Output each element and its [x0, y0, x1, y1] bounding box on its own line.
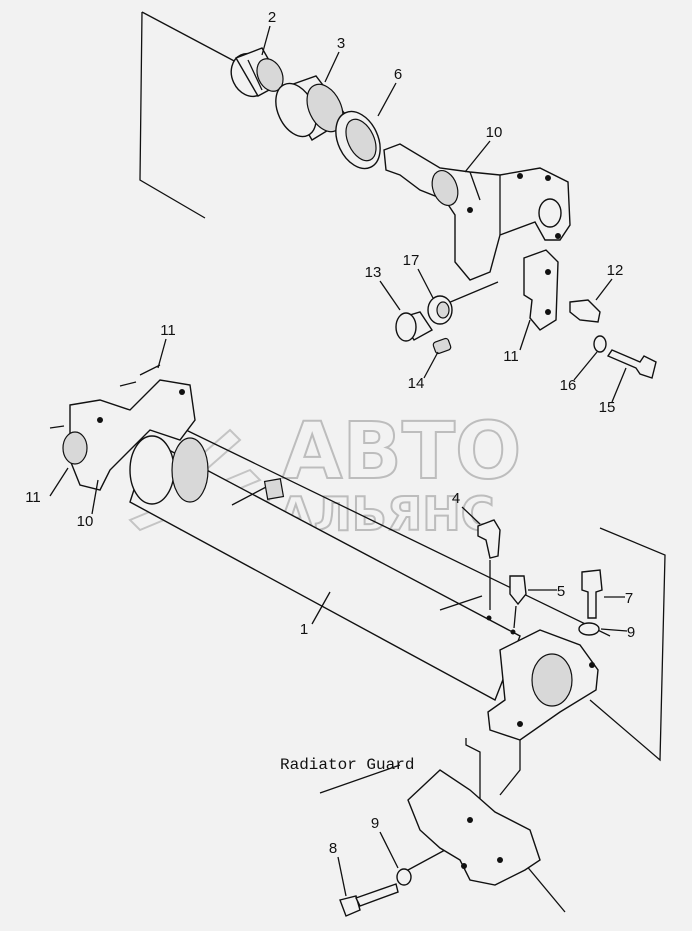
callout-11: 11 [25, 489, 41, 506]
part-16-washer [593, 335, 607, 353]
callout-10: 10 [486, 124, 503, 141]
reference-lines [139, 11, 666, 913]
callout-12: 12 [607, 262, 624, 279]
callout-6: 6 [394, 66, 402, 83]
part-13-bushing [395, 311, 434, 342]
callout-7: 7 [625, 590, 633, 607]
part-17-ring [427, 295, 453, 325]
callout-14: 14 [408, 375, 425, 392]
callout-labels: 2 3 6 10 17 13 12 11 14 16 15 11 11 10 4 5 7 9 1 9 8 [25, 9, 635, 857]
callout-10: 10 [77, 513, 94, 530]
part-3-bushing [275, 75, 350, 141]
part-9-washer-lower [396, 868, 412, 886]
callout-8: 8 [329, 840, 337, 857]
callout-17: 17 [403, 252, 420, 269]
part-11-upper-cap [523, 249, 559, 331]
callout-11: 11 [160, 322, 176, 339]
part-14-nut [432, 337, 452, 355]
part-4-fitting [477, 519, 501, 621]
part-8-bolt [339, 883, 399, 917]
watermark-line1: АВТО [282, 407, 521, 497]
callout-9: 9 [627, 624, 635, 641]
callout-2: 2 [268, 9, 276, 26]
callout-4: 4 [452, 490, 460, 507]
part-1-end-bearing [487, 629, 599, 741]
radiator-guard-caption: Radiator Guard [280, 756, 414, 774]
leader-lines [49, 25, 628, 897]
callout-5: 5 [557, 583, 565, 600]
part-12-fitting [569, 299, 601, 323]
part-10-left-bracket [49, 364, 196, 491]
radiator-guard-bracket [407, 769, 541, 886]
part-2-bushing [230, 47, 284, 98]
callout-13: 13 [365, 264, 382, 281]
part-5-plug [509, 575, 527, 635]
callout-16: 16 [560, 377, 577, 394]
part-15-bolt [606, 349, 657, 379]
part-10-upper-bracket [383, 143, 571, 281]
callout-1: 1 [300, 621, 308, 638]
callout-11: 11 [503, 348, 519, 365]
callout-9: 9 [371, 815, 379, 832]
watermark: АВТО АЛЬЯНС [128, 406, 522, 542]
part-7-bolt [581, 569, 603, 619]
part-1-axle-beam [129, 435, 521, 701]
callout-3: 3 [337, 35, 345, 52]
callout-15: 15 [599, 399, 616, 416]
part-6-ring [335, 110, 381, 170]
part-9-washer-upper [578, 622, 600, 636]
